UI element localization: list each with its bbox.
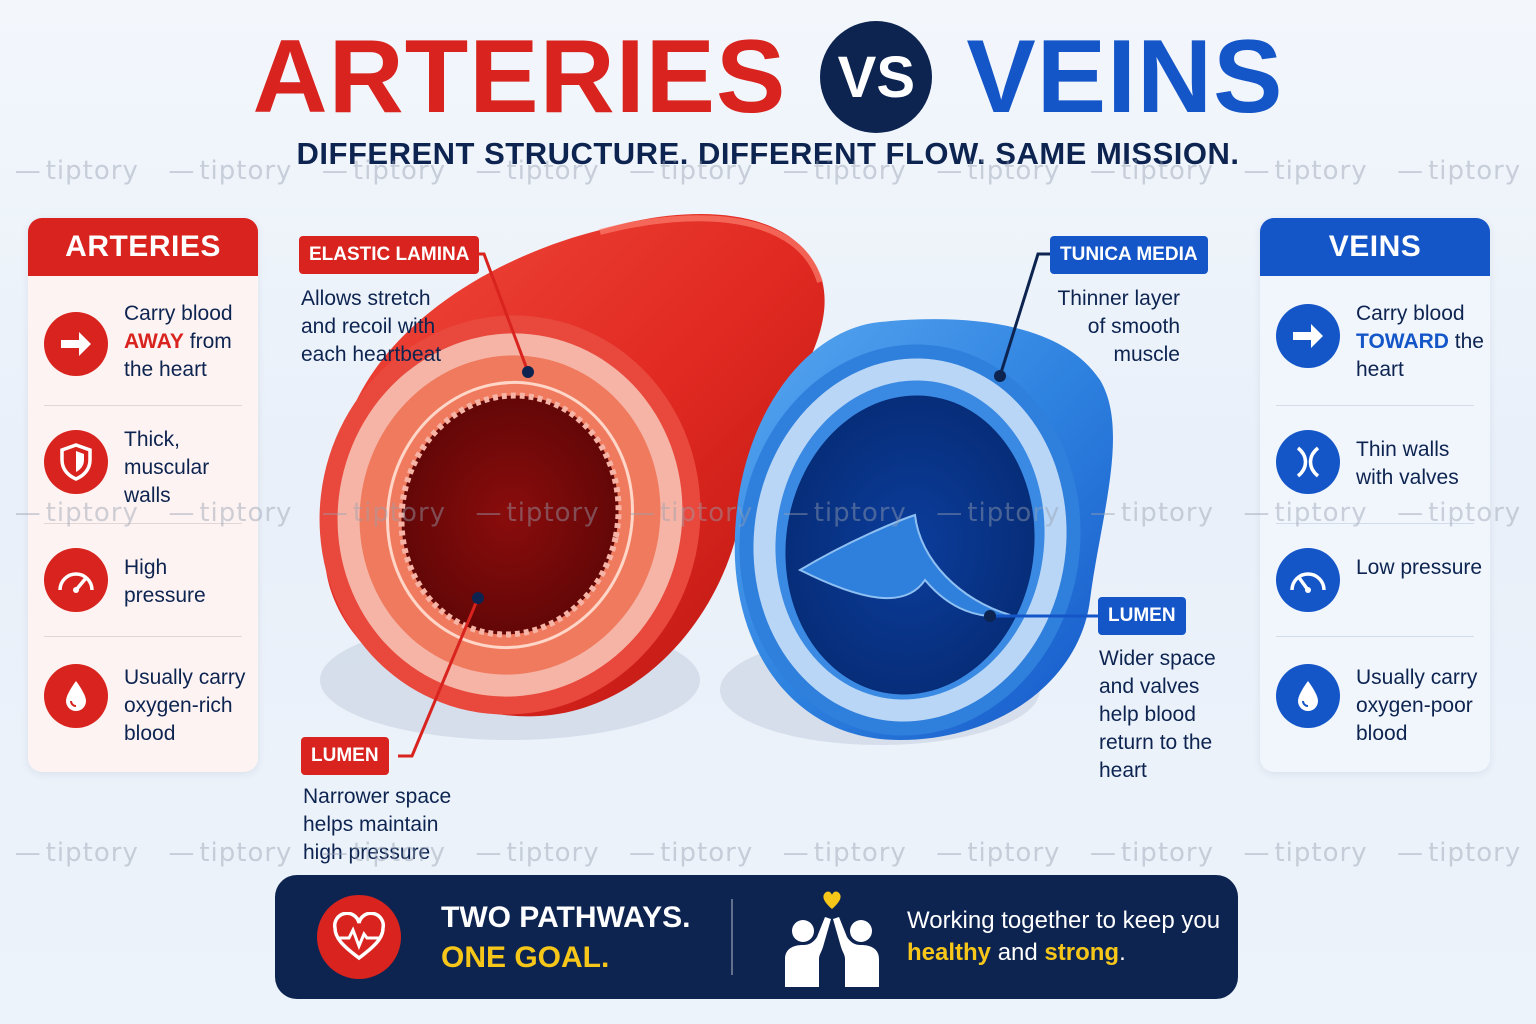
veins-item-oxygen: Usually carry oxygen-poor blood <box>1260 660 1490 750</box>
tunica-media-tag: TUNICA MEDIA <box>1050 236 1208 274</box>
tunica-media-text: Thinner layer of smooth muscle <box>1057 287 1180 366</box>
artery-illustration <box>319 214 825 717</box>
divider <box>44 523 242 524</box>
title-veins: VEINS <box>966 18 1284 135</box>
vein-lumen-text: Wider space and valves help blood return… <box>1099 647 1216 782</box>
shield-icon <box>44 430 108 494</box>
title-arteries: ARTERIES <box>252 18 787 135</box>
arteries-item-walls-text: Thick, muscular walls <box>124 428 210 507</box>
artery-lumen-text: Narrower space helps maintain high press… <box>303 785 452 864</box>
tunica-media-dot <box>994 370 1006 382</box>
veins-item-pressure: Low pressure <box>1260 548 1490 618</box>
veins-item-flow-text: Carry blood TOWARD the heart <box>1356 302 1484 381</box>
elastic-lamina-text: Allows stretch and recoil with each hear… <box>301 287 442 366</box>
drop-icon <box>1276 664 1340 728</box>
gauge-high-icon <box>44 548 108 612</box>
subtitle: DIFFERENT STRUCTURE. DIFFERENT FLOW. SAM… <box>296 136 1240 171</box>
artery-lumen-dot <box>472 592 484 604</box>
vein-lumen-dot <box>984 610 996 622</box>
people-high-five-icon <box>775 887 889 989</box>
divider <box>44 636 242 637</box>
drop-icon <box>44 664 108 728</box>
tunica-media-leader <box>998 252 1052 377</box>
divider <box>1276 636 1474 637</box>
arteries-item-flow-text: Carry blood AWAY from the heart <box>124 302 233 381</box>
banner-line2: ONE GOAL. <box>441 941 610 974</box>
veins-item-walls-text: Thin walls with valves <box>1356 438 1459 489</box>
arrow-right-icon <box>44 312 108 376</box>
artery-lumen-tag: LUMEN <box>301 737 389 775</box>
divider <box>44 405 242 406</box>
vein-illustration <box>734 319 1113 740</box>
valve-icon <box>1276 430 1340 494</box>
gauge-low-icon <box>1276 548 1340 612</box>
arteries-item-pressure: High pressure <box>28 548 258 618</box>
banner-line1: TWO PATHWAYS. <box>441 901 691 934</box>
veins-item-walls: Thin walls with valves <box>1260 430 1490 500</box>
veins-panel: VEINS Carry blood TOWARD the heart Thin … <box>1260 218 1490 772</box>
elastic-lamina-dot <box>522 366 534 378</box>
arteries-panel: ARTERIES Carry blood AWAY from the heart… <box>28 218 258 772</box>
artery-elastic-lamina <box>386 380 634 650</box>
heart-pulse-icon <box>317 895 401 979</box>
arteries-item-oxygen-text: Usually carry oxygen-rich blood <box>124 666 246 745</box>
bottom-banner: TWO PATHWAYS. ONE GOAL. Working together… <box>275 875 1238 999</box>
vein-lumen-tag: LUMEN <box>1098 597 1186 635</box>
artery-highlight <box>599 215 823 283</box>
veins-item-flow: Carry blood TOWARD the heart <box>1260 298 1490 390</box>
arteries-item-oxygen: Usually carry oxygen-rich blood <box>28 660 258 750</box>
elastic-lamina-tag: ELASTIC LAMINA <box>299 236 480 274</box>
divider <box>1276 523 1474 524</box>
title-row: ARTERIES VS VEINS <box>0 19 1536 135</box>
veins-item-oxygen-text: Usually carry oxygen-poor blood <box>1356 666 1478 745</box>
banner-message: Working together to keep you healthy and… <box>907 907 1221 966</box>
arteries-item-flow: Carry blood AWAY from the heart <box>28 298 258 390</box>
divider <box>1276 405 1474 406</box>
arteries-panel-heading: ARTERIES <box>28 218 258 276</box>
banner-divider <box>731 899 733 975</box>
vs-badge: VS <box>820 21 933 133</box>
artery-lumen-leader <box>398 597 480 758</box>
arteries-item-pressure-text: High pressure <box>124 556 206 607</box>
artery-lumen <box>398 392 622 638</box>
arrow-right-icon <box>1276 304 1340 368</box>
veins-panel-heading: VEINS <box>1260 218 1490 276</box>
arteries-item-walls: Thick, muscular walls <box>28 424 258 516</box>
veins-item-pressure-text: Low pressure <box>1356 556 1483 579</box>
